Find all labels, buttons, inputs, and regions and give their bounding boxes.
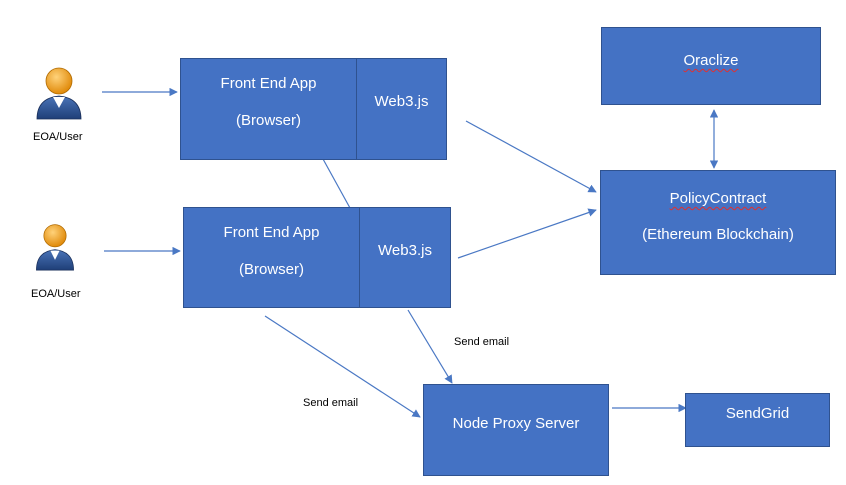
frontend-app-title: Front End App [223,224,320,241]
node-proxy-server-box: Node Proxy Server [423,384,609,476]
arrow-web3-bottom-to-policy [457,208,597,259]
sendgrid-box: SendGrid [685,393,830,447]
arrow-frontend-bottom-to-proxy [264,315,421,418]
policy-contract-box: PolicyContract (Ethereum Blockchain) [600,170,836,275]
web3-box: Web3.js [359,207,451,308]
node-proxy-server-label: Node Proxy Server [452,415,580,432]
send-email-label: Send email [454,336,510,348]
oraclize-box: Oraclize [601,27,821,105]
frontend-app-subtitle: (Browser) [238,261,304,278]
web3-label: Web3.js [378,242,432,259]
sendgrid-label: SendGrid [725,405,790,422]
user-label: EOA/User [33,131,83,143]
user-icon [36,224,74,271]
policy-contract-subtitle: (Ethereum Blockchain) [642,226,794,243]
policy-contract-title: PolicyContract [669,190,767,207]
web3-label: Web3.js [374,93,429,110]
frontend-app-subtitle: (Browser) [235,112,301,129]
user-label: EOA/User [31,288,81,300]
line-frontend-top-to-bottom [322,158,351,209]
arrow-web3-top-to-policy [465,120,597,193]
frontend-app-box: Front End App (Browser) [180,58,357,160]
arrow-web3-bottom-to-proxy [407,309,453,384]
frontend-app-box: Front End App (Browser) [183,207,360,308]
send-email-label: Send email [303,397,359,409]
frontend-app-title: Front End App [220,75,317,92]
oraclize-label: Oraclize [683,52,739,69]
user-icon [36,67,82,120]
web3-box: Web3.js [356,58,447,160]
